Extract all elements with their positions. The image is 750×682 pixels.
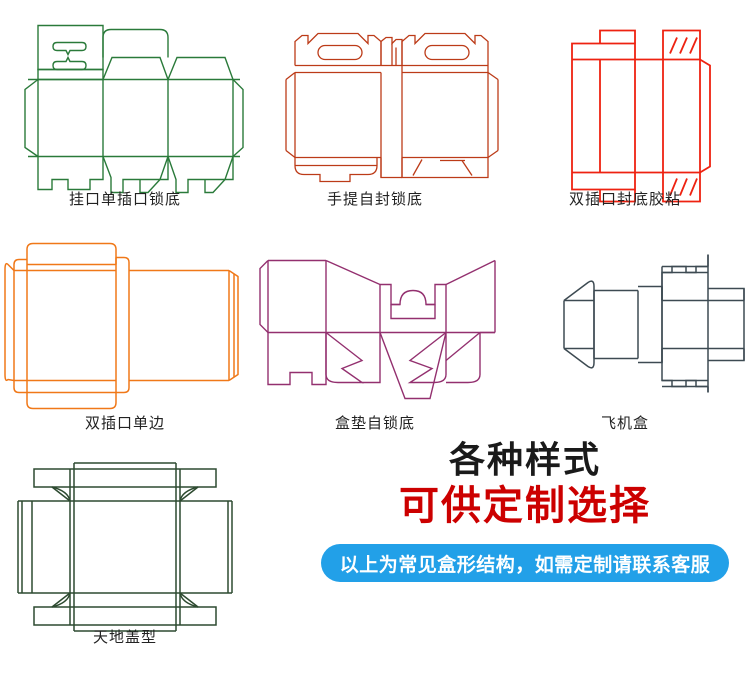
dieline-drawing-4 (0, 220, 250, 440)
dieline-drawing-7 (0, 440, 250, 660)
box-template-double-tuck-single-side: 双插口单边 (0, 220, 250, 440)
promo-headline-secondary: 可供定制选择 (399, 484, 651, 528)
caption-label: 天地盖型 (92, 629, 157, 646)
caption-label: 手提自封锁底 (326, 191, 423, 208)
caption-label: 飞机盒 (600, 415, 649, 432)
promo-banner-contact-service[interactable]: 以上为常见盒形结构，如需定制请联系客服 (321, 544, 729, 582)
caption-label: 双插口单边 (84, 415, 165, 432)
box-template-airplane-box: 飞机盒 (500, 220, 750, 440)
box-template-hanging-hole-tuck-lock-bottom: 挂口单插口锁底 (0, 0, 250, 220)
box-template-lid-and-base: 天地盖型 (0, 440, 250, 660)
dieline-drawing-6 (500, 220, 750, 440)
box-template-insert-self-lock-bottom: 盒垫自锁底 (250, 220, 500, 440)
box-template-double-tuck-glued-bottom: 双插口封底胶粘 (500, 0, 750, 220)
dieline-drawing-3 (500, 0, 750, 220)
caption-label: 双插口封底胶粘 (568, 191, 681, 208)
dieline-drawing-2 (250, 0, 500, 220)
promo-block: 各种样式 可供定制选择 以上为常见盒形结构，如需定制请联系客服 (310, 440, 740, 620)
promo-headline-primary: 各种样式 (448, 439, 601, 480)
dieline-drawing-1 (0, 0, 250, 220)
caption-label: 盒垫自锁底 (334, 415, 415, 432)
box-template-handle-self-lock-bottom: 手提自封锁底 (250, 0, 500, 220)
dieline-drawing-5 (250, 220, 500, 440)
caption-label: 挂口单插口锁底 (68, 191, 181, 208)
